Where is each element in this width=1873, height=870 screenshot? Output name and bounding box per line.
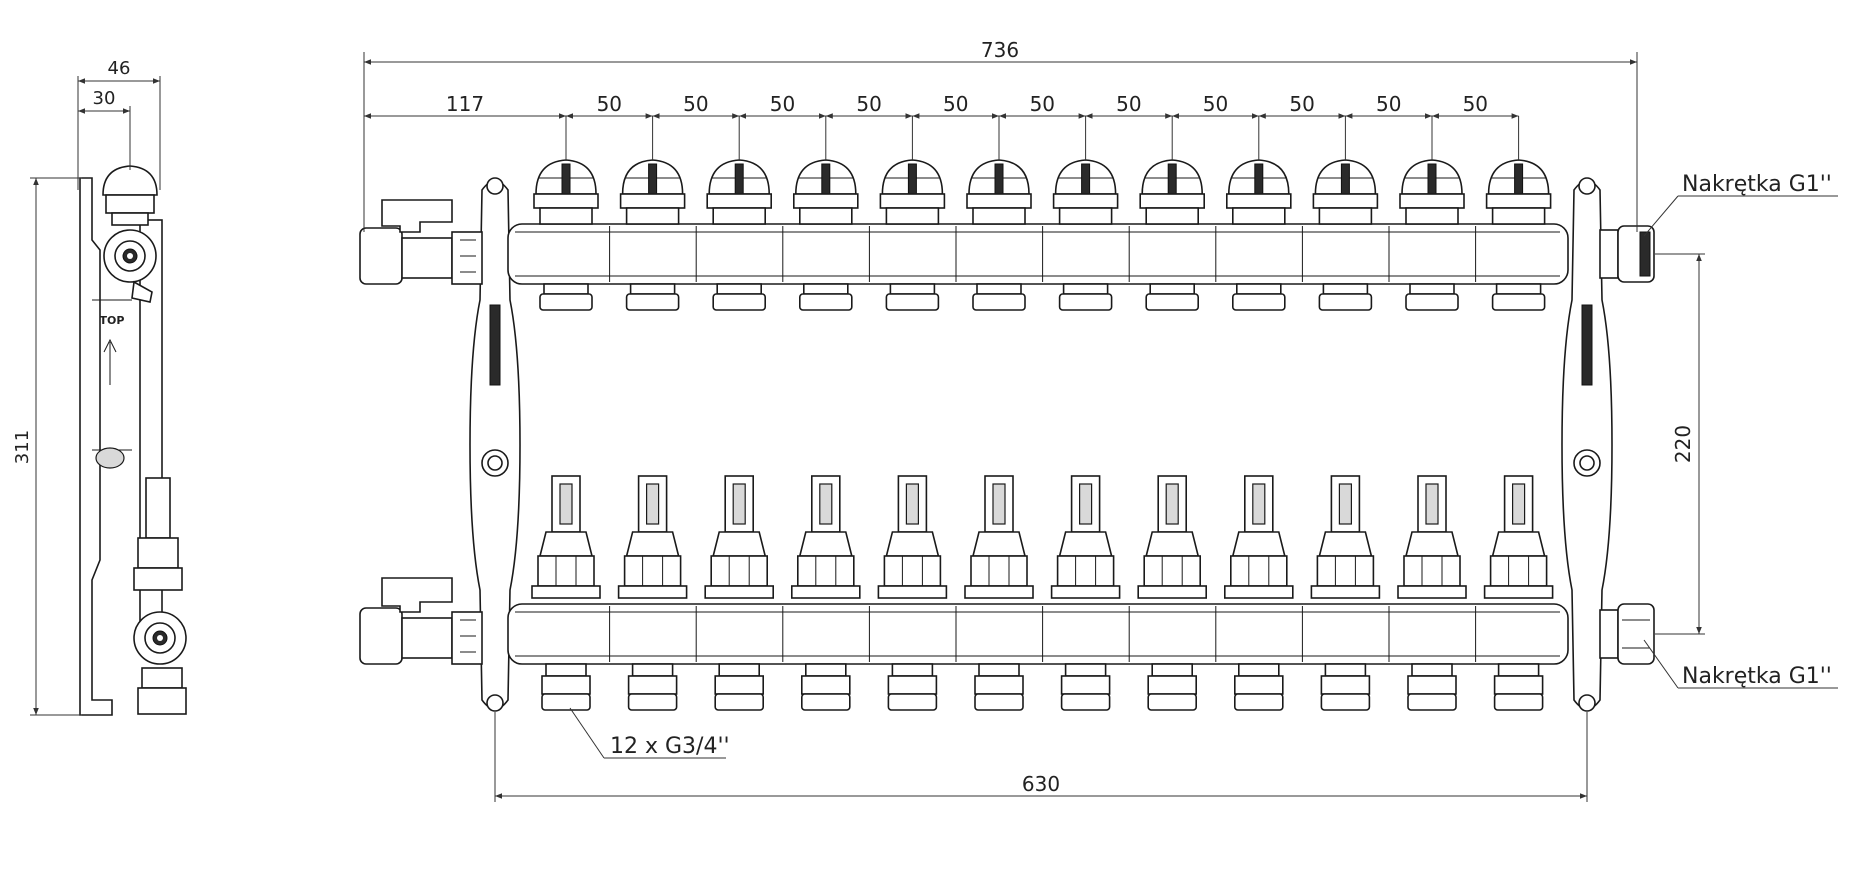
circuit-7	[1042, 116, 1121, 711]
circuit-9	[1215, 116, 1294, 711]
dim-spacing-1: 50	[597, 92, 622, 116]
circuit-1	[531, 116, 601, 711]
dim-side-offset: 30	[93, 88, 116, 109]
side-view: TOP 46 30 311	[12, 58, 187, 716]
top-manifold-bar	[507, 223, 1569, 285]
bottom-right-end-nut	[1599, 603, 1655, 665]
dim-side-height: 311	[12, 430, 33, 464]
dim-spacing-4: 50	[856, 92, 881, 116]
spacing-dims-group: 50 50 50 50 50 50 50 50 50 50 50	[566, 92, 1519, 119]
circuit-8	[1128, 116, 1207, 711]
dim-spacing-11: 50	[1463, 92, 1488, 116]
dim-spacing-3: 50	[770, 92, 795, 116]
top-right-end-nut	[1599, 225, 1655, 283]
label-outlets: 12 x G3/4''	[610, 734, 730, 759]
side-up-arrow-icon	[103, 338, 117, 385]
circuit-2	[609, 116, 688, 711]
dim-bracket-span: 630	[1022, 772, 1060, 796]
top-left-ball-valve	[359, 199, 483, 285]
circuit-10	[1301, 116, 1381, 711]
dim-spacing-5: 50	[943, 92, 968, 116]
circuits-group	[531, 116, 1554, 711]
circuit-12	[1475, 116, 1554, 711]
dim-side-width: 46	[108, 58, 131, 79]
dim-spacing-6: 50	[1030, 92, 1055, 116]
dim-total-length: 736	[981, 38, 1019, 62]
label-nut-bottom: Nakrętka G1''	[1682, 664, 1832, 689]
label-nut-top: Nakrętka G1''	[1682, 172, 1832, 197]
dim-spacing-2: 50	[683, 92, 708, 116]
side-mounting-bracket	[79, 177, 113, 716]
left-bracket	[469, 177, 521, 712]
right-bracket	[1561, 177, 1613, 712]
circuit-3	[695, 116, 775, 711]
circuit-5	[868, 116, 948, 711]
dim-bar-height: 220	[1671, 425, 1695, 463]
circuit-4	[782, 116, 861, 711]
dim-spacing-9: 50	[1289, 92, 1314, 116]
circuit-6	[955, 116, 1034, 711]
front-view: 736 117 50 50 50 50 50 50 50 50 50 50 50 220 630 N…	[359, 38, 1838, 802]
bottom-left-ball-valve	[359, 577, 483, 665]
bottom-manifold-bar	[507, 603, 1569, 665]
circuit-11	[1388, 116, 1467, 711]
side-top-marking: TOP	[100, 314, 125, 327]
dim-spacing-10: 50	[1376, 92, 1401, 116]
dim-spacing-7: 50	[1116, 92, 1141, 116]
dim-spacing-8: 50	[1203, 92, 1228, 116]
dim-first-offset: 117	[446, 92, 484, 116]
